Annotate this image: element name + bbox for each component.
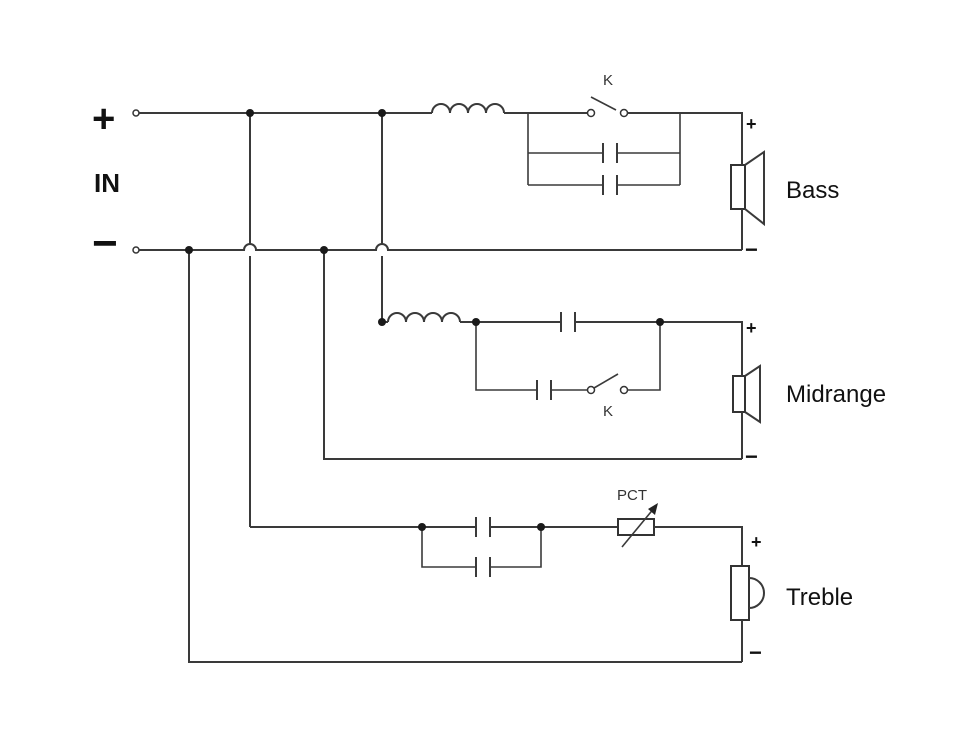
treble-capacitor-2 <box>475 557 491 577</box>
midrange-speaker-magnet <box>732 375 746 413</box>
treble-minus-sign: − <box>749 640 762 665</box>
treble-plus-sign: + <box>751 532 762 552</box>
mid-switch-return <box>627 322 661 391</box>
bass-wire-2 <box>627 112 743 148</box>
negative-rail-wire <box>139 243 742 251</box>
junction-dot <box>656 318 664 326</box>
bass-branch: K + − Bass <box>139 72 839 262</box>
mid-switch-contact-b <box>619 385 629 395</box>
pct-label: PCT <box>617 487 647 504</box>
treble-tweeter-body <box>730 565 750 621</box>
bass-label: Bass <box>786 177 839 204</box>
bass-switch-contact-a <box>586 108 596 118</box>
treble-capacitor-1 <box>475 517 491 537</box>
pct-resistor <box>617 518 655 536</box>
bass-switch-label: K <box>603 72 613 89</box>
bass-capacitor-1 <box>602 143 618 163</box>
midrange-label: Midrange <box>786 381 886 408</box>
mid-lower-wire <box>475 322 588 391</box>
bass-speaker-cone <box>744 150 765 227</box>
bass-minus-sign: − <box>745 237 758 262</box>
bass-switch-lever <box>590 96 617 111</box>
input-plus-sign: + <box>92 97 115 141</box>
midrange-capacitor-2 <box>536 380 552 400</box>
midrange-return-wire <box>323 250 742 460</box>
treble-return-wire <box>188 250 742 663</box>
junction-dot <box>378 109 386 117</box>
input-plus-terminal <box>132 109 140 117</box>
midrange-branch: K + − Midrange <box>382 312 886 469</box>
treble-tweeter-dome <box>748 577 765 609</box>
junction-dot <box>418 523 426 531</box>
pct-arrow-head <box>648 503 658 515</box>
input-minus-terminal <box>132 246 140 254</box>
input-label: IN <box>94 168 120 198</box>
input-terminals: + IN − <box>92 97 140 268</box>
midrange-capacitor-1 <box>560 312 576 332</box>
junction-dots <box>185 109 664 531</box>
bass-capacitor-2 <box>602 175 618 195</box>
junction-dot <box>246 109 254 117</box>
mid-wire-1 <box>460 321 743 342</box>
junction-dot <box>185 246 193 254</box>
input-minus-sign: − <box>92 219 118 268</box>
midrange-plus-sign: + <box>746 318 757 338</box>
treble-label: Treble <box>786 584 853 611</box>
mid-switch-contact-a <box>586 385 596 395</box>
mid-switch-label: K <box>603 403 613 420</box>
junction-dot <box>320 246 328 254</box>
bass-switch-contact-b <box>619 108 629 118</box>
midrange-speaker-cone <box>744 364 761 424</box>
negative-rail <box>139 243 742 251</box>
treble-branch: PCT + − Treble <box>250 487 853 665</box>
junction-dot <box>472 318 480 326</box>
pct-arrow-line <box>621 506 656 548</box>
midrange-minus-sign: − <box>745 444 758 469</box>
midrange-inductor <box>387 312 461 323</box>
treble-cap-parallel-wire <box>421 527 542 568</box>
junction-dot <box>537 523 545 531</box>
treble-wire-2 <box>654 526 743 566</box>
bass-plus-sign: + <box>746 114 757 134</box>
bass-inductor <box>431 103 505 114</box>
bass-speaker-magnet <box>730 164 746 210</box>
mid-switch-lever <box>593 373 619 389</box>
junction-dot <box>378 318 386 326</box>
